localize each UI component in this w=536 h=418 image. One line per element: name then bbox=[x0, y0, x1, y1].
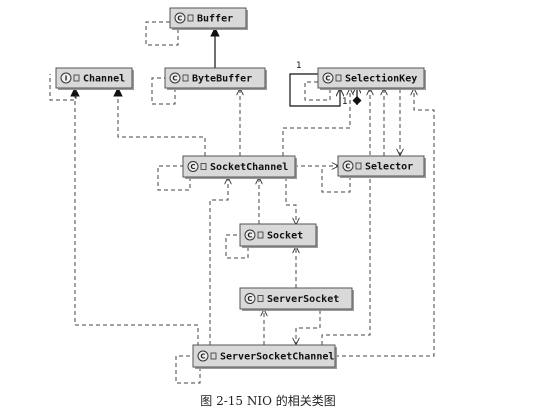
selfloop-channel bbox=[49, 74, 77, 101]
package-icon bbox=[187, 14, 194, 22]
class-icon bbox=[174, 12, 186, 24]
class-name-label: ServerSocketChannel bbox=[220, 352, 334, 363]
badge-letter: C bbox=[325, 75, 330, 83]
class-icon bbox=[244, 229, 256, 241]
class-node-serversocketchannel[interactable]: C ServerSocketChannel bbox=[192, 344, 337, 369]
selfloop-serversocketchannel bbox=[175, 355, 201, 384]
class-icon bbox=[169, 72, 181, 84]
badge-letter: C bbox=[172, 75, 177, 83]
selfloop-socket bbox=[225, 234, 249, 259]
class-node-socketchannel[interactable]: C SocketChannel bbox=[182, 155, 297, 179]
badge-letter: I bbox=[65, 75, 68, 83]
selfloop-socketchannel bbox=[157, 165, 191, 191]
relationship-lines: 1 1 bbox=[49, 21, 435, 384]
badge-letter: C bbox=[200, 353, 205, 361]
class-name-label: ServerSocket bbox=[267, 294, 339, 305]
class-node-selector[interactable]: C Selector bbox=[337, 155, 426, 178]
class-node-serversocket[interactable]: C ServerSocket bbox=[239, 287, 354, 311]
class-icon bbox=[322, 72, 334, 84]
multiplicity-top: 1 bbox=[296, 61, 302, 71]
edge-socketchannel-channel bbox=[117, 90, 206, 156]
node-box bbox=[239, 287, 353, 310]
package-icon bbox=[355, 162, 362, 170]
edge-serversocketchannel-socketchannel bbox=[209, 178, 228, 345]
class-icon bbox=[244, 293, 256, 304]
node-box bbox=[169, 7, 247, 29]
selfloop-selectionkey-inner bbox=[304, 81, 331, 101]
node-box bbox=[182, 155, 296, 178]
class-name-label: SocketChannel bbox=[210, 162, 288, 173]
badge-letter: C bbox=[345, 163, 350, 171]
edge-serversocket-serversocketchannel bbox=[296, 310, 321, 344]
class-name-label: ByteBuffer bbox=[192, 74, 252, 85]
package-icon bbox=[73, 74, 80, 82]
package-icon bbox=[257, 295, 264, 302]
interface-icon bbox=[60, 72, 72, 84]
node-box bbox=[192, 344, 336, 368]
class-node-buffer[interactable]: C Buffer bbox=[169, 7, 248, 30]
node-box bbox=[317, 67, 425, 89]
class-node-socket[interactable]: C Socket bbox=[239, 223, 318, 248]
class-name-label: Channel bbox=[83, 74, 125, 85]
multiplicity-bottom: 1 bbox=[342, 97, 348, 107]
badge-letter: C bbox=[247, 232, 252, 240]
class-icon bbox=[187, 161, 199, 172]
badge-letter: C bbox=[177, 15, 182, 23]
edge-socketchannel-selectionkey bbox=[282, 89, 350, 156]
figure-caption: 图 2-15 NIO 的相关类图 bbox=[200, 394, 336, 408]
class-name-label: Selector bbox=[365, 162, 413, 173]
selfloop-selectionkey-outer bbox=[289, 73, 340, 107]
class-name-label: Buffer bbox=[197, 14, 233, 25]
package-icon bbox=[182, 74, 189, 82]
badge-letter: C bbox=[247, 295, 252, 303]
class-icon bbox=[342, 160, 354, 172]
package-icon bbox=[335, 74, 342, 82]
node-box bbox=[337, 155, 425, 177]
class-name-label: SelectionKey bbox=[345, 73, 417, 85]
selfloop-selector bbox=[321, 165, 351, 193]
node-box bbox=[239, 223, 317, 247]
edge-serversocketchannel-channel bbox=[74, 92, 199, 353]
class-node-bytebuffer[interactable]: C ByteBuffer bbox=[164, 67, 267, 90]
package-icon bbox=[200, 163, 207, 170]
edge-socketchannel-socket bbox=[285, 177, 296, 224]
badge-letter: C bbox=[190, 163, 195, 171]
class-icon bbox=[197, 350, 209, 362]
selfloop-bytebuffer bbox=[151, 77, 176, 105]
selfloop-buffer bbox=[145, 21, 179, 46]
edge-serversocketchannel-selector bbox=[335, 89, 435, 357]
package-icon bbox=[210, 352, 217, 360]
package-icon bbox=[257, 231, 264, 239]
node-box bbox=[164, 67, 266, 89]
node-box bbox=[55, 67, 133, 89]
class-name-label: Socket bbox=[267, 231, 303, 242]
class-node-selectionkey[interactable]: C SelectionKey bbox=[317, 67, 426, 90]
class-node-channel[interactable]: I Channel bbox=[55, 67, 134, 90]
